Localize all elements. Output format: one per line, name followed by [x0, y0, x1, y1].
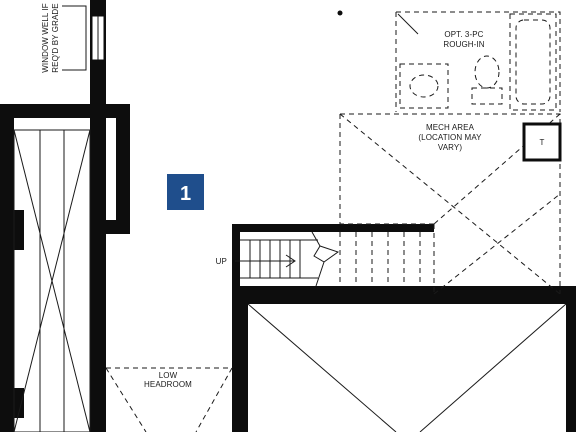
mech-area: MECH AREA (LOCATION MAY VARY) T — [339, 113, 562, 295]
left-top-wall — [0, 104, 130, 118]
left-closet — [13, 129, 91, 432]
garage-top-wall-right — [342, 286, 576, 296]
mech-label-line1: MECH AREA — [426, 123, 475, 132]
mech-label-line2: (LOCATION MAY — [418, 133, 482, 142]
room-number: 1 — [180, 183, 191, 205]
garage-right-wall — [566, 304, 576, 432]
mech-cross-1 — [339, 113, 561, 295]
mech-cross-2b — [433, 193, 561, 295]
window-well-bracket — [62, 5, 87, 71]
mech-label-line3: VARY) — [438, 143, 462, 152]
closet-cross-2 — [13, 129, 91, 432]
window-well-line2: REQ'D BY GRADE — [51, 3, 60, 72]
ceiling-point-dot — [337, 10, 343, 16]
closet-outline — [13, 129, 91, 432]
bath-label-line2: ROUGH-IN — [443, 40, 484, 49]
far-left-jog-2 — [0, 388, 24, 418]
low-headroom-area: LOW HEADROOM — [105, 367, 233, 432]
bathtub-basin — [515, 19, 551, 105]
low-headroom-line1: LOW — [159, 371, 178, 380]
far-left-jog-1 — [0, 210, 24, 250]
stair-top-wall — [232, 224, 434, 232]
garage-top-wall — [240, 294, 576, 304]
room-badge-box — [167, 174, 204, 210]
stair-break-line — [311, 231, 325, 287]
vanity-icon — [399, 63, 449, 109]
left-bump-bottom — [90, 220, 130, 234]
left-wall — [90, 0, 106, 432]
stair-left-wall — [232, 224, 240, 432]
lower-room — [247, 303, 567, 432]
low-headroom-line2: HEADROOM — [144, 380, 192, 389]
landing-bottom-wall — [232, 286, 342, 294]
toilet-tank-icon — [471, 87, 503, 105]
lower-room-cross-1 — [247, 303, 397, 432]
left-bump-wall — [116, 104, 130, 234]
water-tank-icon — [522, 122, 562, 162]
sink-icon — [409, 74, 439, 98]
optional-bathroom: OPT. 3-PC ROUGH-IN — [395, 11, 561, 112]
up-arrow-icon — [285, 254, 296, 268]
far-left-wall — [0, 118, 14, 432]
stair-treads — [249, 232, 421, 286]
toilet-bowl-icon — [474, 55, 500, 89]
lower-room-cross-2 — [419, 303, 567, 432]
staircase: UP — [216, 231, 421, 287]
low-headroom-diag-1 — [105, 367, 147, 432]
window-well-label: WINDOW WELL IF REQ'D BY GRADE — [41, 3, 60, 73]
low-headroom-diag-2 — [195, 367, 233, 432]
bath-outline — [395, 11, 561, 112]
window-well-line1: WINDOW WELL IF — [41, 3, 50, 73]
garage-left-wall — [240, 304, 248, 432]
bath-door-swing — [397, 13, 419, 35]
tank-label: T — [540, 138, 545, 147]
bath-label-line1: OPT. 3-PC — [444, 30, 483, 39]
bathtub-icon — [509, 13, 557, 111]
stair-break-arrow — [319, 245, 340, 263]
room-number-badge: 1 — [167, 174, 204, 210]
up-label: UP — [216, 257, 227, 266]
